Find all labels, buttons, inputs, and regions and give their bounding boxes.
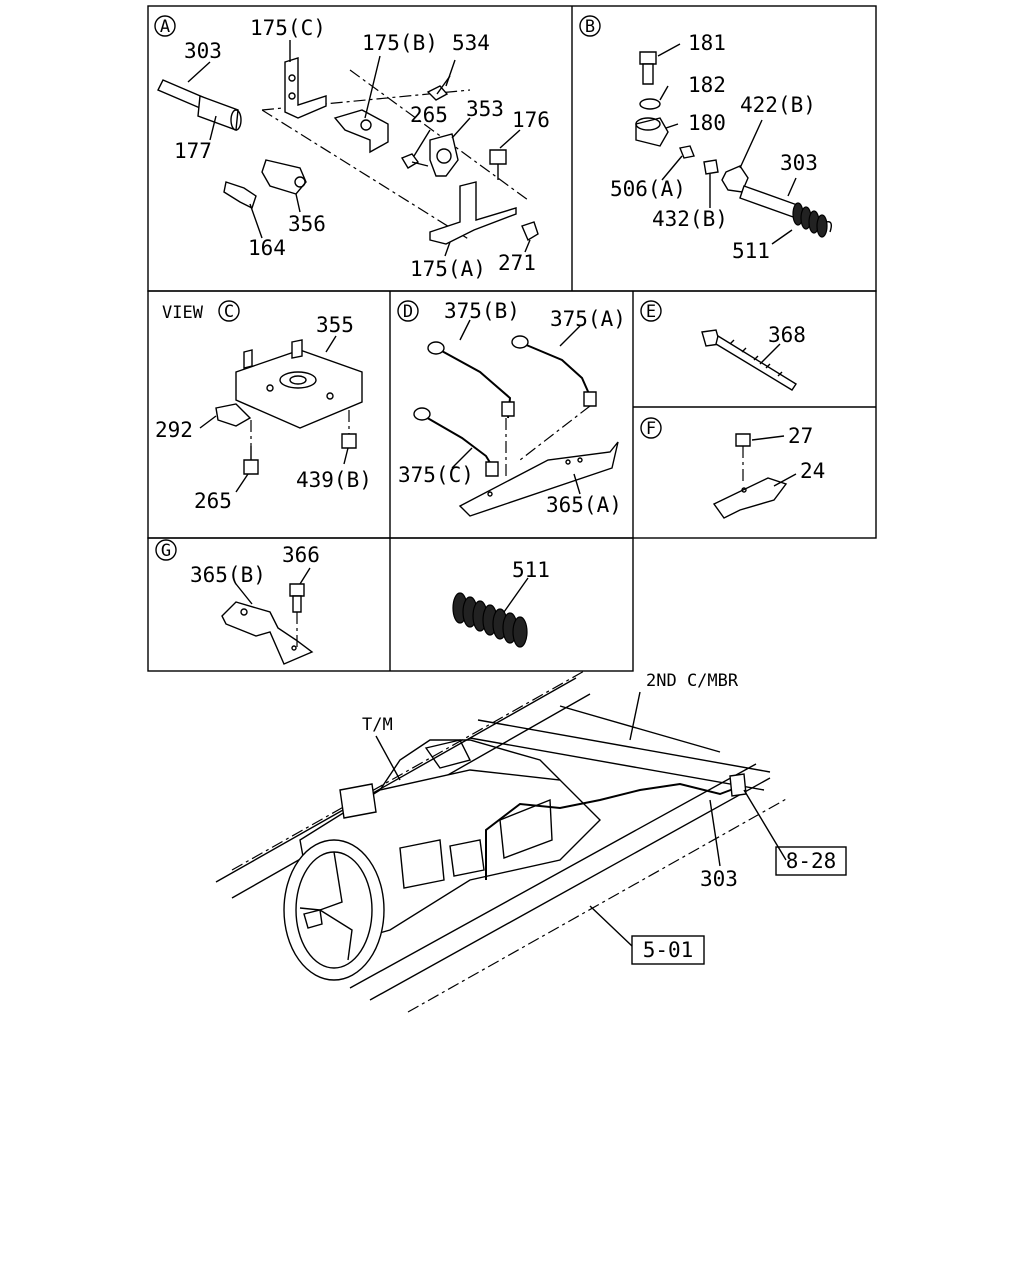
panel-c-letter: C: [224, 302, 234, 322]
label-292: 292: [155, 418, 193, 442]
label-375a: 375(A): [550, 307, 626, 331]
label-353: 353: [466, 97, 504, 121]
label-177: 177: [174, 139, 212, 163]
nut-271: [521, 221, 539, 242]
elbow-164: [223, 181, 257, 209]
panel-g-letter: G: [161, 541, 171, 561]
ref-box-828: [775, 846, 847, 876]
label-366: 366: [282, 543, 320, 567]
label-175b: 175(B): [362, 31, 438, 55]
panel-d: D 375(B) 375(A) 375(C) 365(A): [397, 299, 626, 517]
label-175c: 175(C): [250, 16, 326, 40]
label-2nd-cmbr: 2ND C/MBR: [646, 671, 739, 691]
panel-h: 511: [452, 558, 550, 648]
label-368: 368: [768, 323, 806, 347]
panel-a-marker: [154, 15, 176, 37]
label-511-b: 511: [732, 239, 770, 263]
panel-a-letter: A: [160, 17, 170, 37]
part-506a: [679, 145, 695, 159]
bell-housing: [283, 839, 385, 981]
label-180: 180: [688, 111, 726, 135]
panel-e-letter: E: [646, 302, 656, 322]
bracket-175b: [333, 109, 389, 154]
plate-355: [235, 349, 363, 429]
panel-g-marker: [155, 539, 177, 561]
panel-b-marker: [579, 15, 601, 37]
washer-182: [639, 98, 661, 110]
panel-f-letter: F: [646, 419, 656, 439]
label-303-b: 303: [780, 151, 818, 175]
eye-fitting-180: [635, 117, 669, 147]
label-356: 356: [288, 212, 326, 236]
bolt-366: [289, 583, 305, 597]
panel-b-letter: B: [585, 17, 595, 37]
label-432b: 432(B): [652, 207, 728, 231]
cable-tie-368: [715, 334, 797, 391]
connector-303: [729, 773, 747, 797]
ref-828: 8-28: [786, 849, 837, 873]
label-175a: 175(A): [410, 257, 486, 281]
label-24: 24: [800, 459, 825, 483]
label-265-c: 265: [194, 489, 232, 513]
harness-375b: [439, 349, 512, 419]
chassis-overview: 2ND C/MBR T/M 303 8-28 5-01: [215, 669, 847, 1013]
panel-d-marker: [397, 300, 419, 322]
label-tm: T/M: [362, 715, 393, 735]
label-534: 534: [452, 31, 490, 55]
part-432b: [703, 159, 719, 175]
coil-511-b: [792, 202, 833, 238]
bracket-175c: [284, 57, 327, 119]
bolt-439b: [341, 433, 357, 449]
panel-g: G 365(B) 366: [155, 539, 320, 665]
label-303-overview: 303: [700, 867, 738, 891]
label-511-h: 511: [512, 558, 550, 582]
panel-f-marker: [640, 417, 662, 439]
clamp-24: [712, 477, 788, 519]
harness-303: [485, 782, 737, 880]
label-164: 164: [248, 236, 286, 260]
ref-box-501: [631, 935, 705, 965]
clip-353: [429, 133, 459, 177]
harness-375c: [423, 415, 493, 467]
bolt-27: [735, 433, 751, 447]
label-375b: 375(B): [444, 299, 520, 323]
label-375c: 375(C): [398, 463, 474, 487]
label-181: 181: [688, 31, 726, 55]
pipe-303: [157, 79, 206, 109]
harness-375a: [523, 343, 591, 397]
coil-511-h: [452, 592, 528, 648]
ref-501: 5-01: [643, 938, 694, 962]
label-506a: 506(A): [610, 177, 686, 201]
panel-c-marker: [218, 300, 240, 322]
panel-frames: [147, 5, 877, 672]
panel-c: VIEW C 355 292 265 439(B): [155, 300, 372, 513]
panel-c-view-text: VIEW: [162, 303, 204, 323]
label-27: 27: [788, 424, 813, 448]
panel-f: F 27 24: [640, 417, 825, 519]
label-439b: 439(B): [296, 468, 372, 492]
panel-e: E 368: [640, 300, 806, 391]
label-176: 176: [512, 108, 550, 132]
panel-d-letter: D: [403, 302, 413, 322]
label-303: 303: [184, 39, 222, 63]
label-271: 271: [498, 251, 536, 275]
bracket-365b: [221, 601, 314, 665]
panel-a: A 175(C) 175(B) 534 3: [154, 15, 550, 281]
clip-292: [215, 403, 252, 427]
panel-b: B 181 182 180 422(B) 303 506(A) 43: [579, 15, 833, 263]
label-182: 182: [688, 73, 726, 97]
label-355: 355: [316, 313, 354, 337]
label-365b: 365(B): [190, 563, 266, 587]
label-365a: 365(A): [546, 493, 622, 517]
bolt-181: [639, 51, 657, 65]
bracket-175a: [429, 181, 517, 245]
bolt-265-c: [243, 459, 259, 475]
panel-e-marker: [640, 300, 662, 322]
label-265: 265: [410, 103, 448, 127]
label-422b: 422(B): [740, 93, 816, 117]
